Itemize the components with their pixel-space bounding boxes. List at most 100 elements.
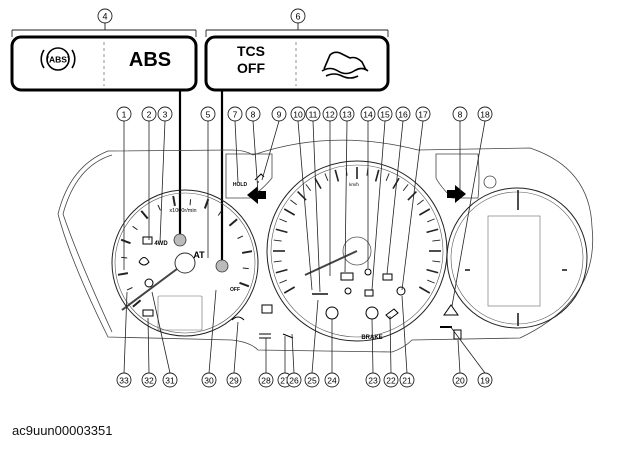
callout-11: 11 (305, 106, 321, 293)
lamp-28-icon (259, 333, 271, 339)
speed-tick (392, 177, 400, 190)
abs-warning-icon: (ABS) (40, 47, 76, 71)
tach-tick (172, 195, 176, 207)
lamp-22-icon (385, 308, 399, 320)
callout-number: 8 (251, 109, 256, 119)
callout-number: 2 (147, 109, 152, 119)
abs-indicator-lamp (173, 233, 187, 247)
callout-number: 9 (277, 109, 282, 119)
speed-tick (273, 260, 282, 263)
speed-tick (275, 228, 288, 234)
callout-12: 12 (322, 106, 338, 276)
speed-tick (427, 218, 435, 223)
speed-unit-label: km/h (349, 182, 359, 187)
lamp-17-icon (396, 286, 406, 296)
lamp-32-engine-icon (142, 309, 154, 317)
tachometer: x1000r/min 4WD AT OFF (111, 189, 259, 337)
tach-tick (132, 299, 142, 308)
callout-22: 22 (383, 315, 399, 388)
fuel-lcd (487, 215, 541, 307)
tach-tick (126, 287, 133, 291)
callout-number: 21 (402, 375, 412, 385)
speed-tick (427, 279, 435, 284)
callout-17: 17 (401, 106, 431, 291)
callout-number: 12 (325, 109, 335, 119)
abs-callout-box: (ABS) ABS (10, 35, 198, 92)
speed-tick (407, 191, 417, 201)
callout-19: 19 (449, 325, 493, 388)
speed-tick (290, 199, 297, 206)
callout-31: 31 (151, 291, 178, 388)
tach-tick (189, 199, 192, 206)
tach-tick (140, 210, 149, 220)
callout-14: 14 (360, 106, 376, 268)
tach-tick (217, 210, 223, 216)
speed-needle (304, 250, 358, 276)
tach-needle (121, 262, 186, 311)
speed-tick (334, 169, 340, 182)
tach-tick (120, 238, 131, 245)
speed-tick (273, 239, 282, 242)
callout-number: 32 (144, 375, 154, 385)
tcs-indicator-lamp (215, 259, 229, 273)
lamp-25-icon (344, 287, 352, 295)
lamp-13-battery-icon (340, 272, 354, 281)
callout-number: 33 (119, 375, 129, 385)
speed-tick (426, 228, 439, 234)
callout-10: 10 (290, 106, 313, 291)
callout-number: 7 (233, 109, 238, 119)
warning-indicators (138, 236, 462, 340)
lamp-14-seatbelt-icon (364, 268, 372, 276)
speedometer: km/h BRAKE (266, 160, 448, 342)
callout-number: 17 (418, 109, 428, 119)
callout-number: 14 (363, 109, 373, 119)
tach-tick (237, 235, 244, 239)
speed-tick (417, 199, 424, 206)
callout-number: 27 (280, 375, 290, 385)
callout-8: 8 (452, 106, 468, 192)
speed-tick (275, 268, 288, 274)
callout-21: 21 (399, 295, 415, 388)
callout-30: 30 (201, 289, 217, 388)
lamp-31-icon (144, 278, 154, 288)
callout-number: 29 (229, 375, 239, 385)
callout-29: 29 (226, 321, 242, 388)
callout-top-4: 4 (97, 8, 113, 24)
speed-tick (432, 260, 441, 263)
svg-text:4: 4 (102, 12, 107, 22)
lamp-18-master-warning-icon (443, 304, 459, 316)
callout-5: 5 (200, 106, 216, 258)
callout-1: 1 (116, 106, 132, 270)
cluster-housing (57, 139, 594, 353)
callout-number: 24 (327, 375, 337, 385)
callout-32: 32 (141, 317, 157, 388)
svg-text:(ABS): (ABS) (46, 55, 70, 65)
callout-number: 11 (309, 109, 318, 119)
speed-tick (283, 208, 296, 216)
svg-text:6: 6 (295, 12, 300, 22)
skid-car-icon (321, 51, 369, 79)
speed-tick (385, 173, 390, 181)
callout-number: 22 (386, 375, 396, 385)
tach-ticks (117, 195, 253, 308)
speed-tick (314, 177, 322, 190)
callout-7: 7 (227, 106, 243, 183)
callout-16: 16 (386, 106, 411, 275)
lamp-23-brake-icon (365, 306, 379, 320)
callout-24: 24 (324, 319, 340, 388)
speed-tick (418, 208, 431, 216)
tach-tick (239, 281, 250, 288)
callout-9: 9 (261, 106, 287, 181)
right-turn-panel (435, 153, 480, 203)
callout-top-6: 6 (290, 8, 306, 24)
callout-number: 25 (307, 375, 317, 385)
hold-label: HOLD (233, 182, 248, 188)
left-turn-panel: HOLD (225, 153, 273, 204)
callout-20: 20 (452, 339, 468, 388)
speed-tick (418, 286, 431, 294)
figure-id-caption: ac9uun00003351 (12, 423, 113, 438)
callout-number: 3 (163, 109, 168, 119)
callout-number: 26 (289, 375, 299, 385)
